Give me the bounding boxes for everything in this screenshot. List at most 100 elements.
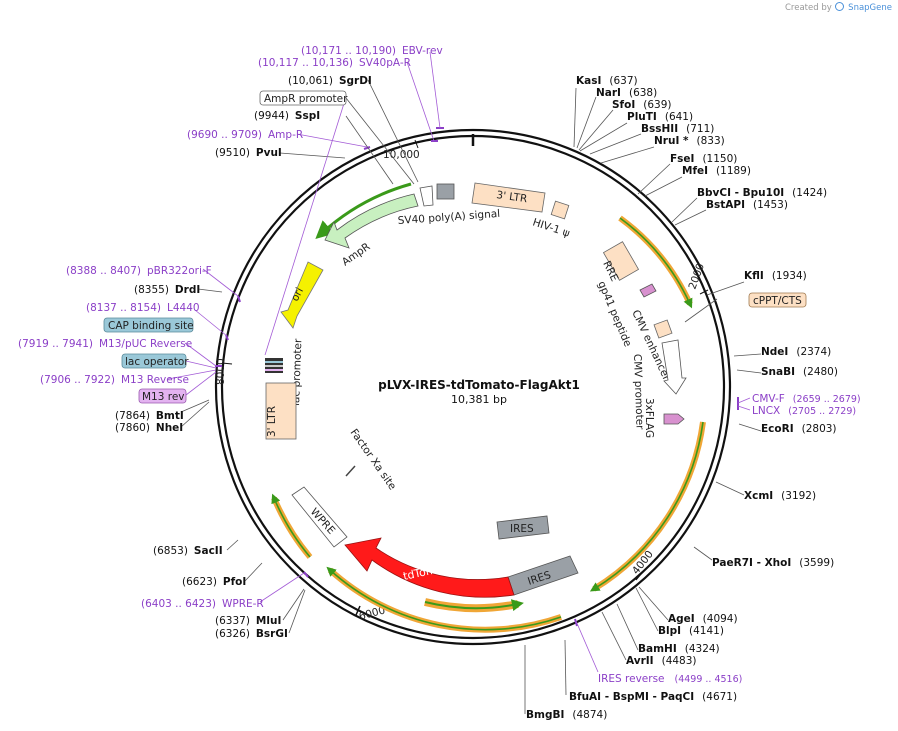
primer-mark-ampr [363,146,371,150]
site-ndei-pos: (2374) [796,346,831,358]
cppt-cts-label: cPPT/CTS [753,295,802,307]
backbone-outer [214,128,732,646]
site-pfoi: (6623)PfoI [182,576,246,588]
feature-ampr [324,193,419,249]
ampr-promoter-label: AmpR promoter [264,93,348,105]
primer-ires-reverse-name: IRES reverse [598,673,665,685]
feature-cppt [653,319,673,339]
site-avrii-pos: (4483) [662,655,697,667]
site-sacii-name: SacII [194,545,223,557]
plasmid-name: pLVX-IRES-tdTomato-FlagAkt1 [378,378,580,392]
primer-l4440-name: L4440 [167,302,200,314]
feature-3ltr-top-label: 3' LTR [496,189,528,205]
feature-ori [280,261,324,329]
primer-lncx-name: LNCX [752,405,780,417]
site-sacii-pos: (6853) [153,545,188,557]
feature-factor-xa [345,465,356,477]
site-blpi-pos: (4141) [689,625,724,637]
primer-sv40pa-r-pos: (10,117 .. 10,136) [258,57,353,69]
site-snabi-name: SnaBI [761,366,795,378]
primer-sv40pa-r: (10,117 .. 10,136) SV40pA-R [258,57,411,69]
site-pluti-pos: (641) [665,111,693,123]
primer-cmv-f: CMV-F (2659 .. 2679) [752,393,861,405]
site-bsrgi: (6326)BsrGI [215,628,288,640]
site-bbvci: BbvCI - Bpu10I(1424) [697,187,827,199]
site-sacii: (6853) SacII [153,545,223,557]
feature-rre [602,241,640,281]
primer-m13puc-reverse: (7919 .. 7941)M13/pUC Reverse [18,338,192,350]
feature-tdtomato [344,537,515,598]
site-pluti-name: PluTI [627,111,657,123]
plasmid-length: 10,381 bp [451,393,507,406]
site-leaders [180,79,762,714]
primer-sv40pa-r-name: SV40pA-R [359,57,411,69]
site-mfei-name: MfeI [682,165,708,177]
primer-ebv-rev-pos: (10,171 .. 10,190) [301,45,396,57]
site-avrii: AvrII (4483) [626,655,697,667]
site-xcmi: XcmI(3192) [744,490,816,502]
site-bamhi-name: BamHI [638,643,677,655]
feature-cmv-enhancer [661,339,687,395]
site-drdi-name: DrdI [175,284,200,296]
primer-pbr322ori-f-name: pBR322ori-F [147,265,212,277]
primer-m13-reverse-pos: (7906 .. 7922) [40,374,115,386]
site-bmgbi-pos: (4874) [572,709,607,721]
primer-cmv-f-pos: (2659 .. 2679) [793,394,861,405]
feature-3xflag [663,413,685,425]
tick-8000: 8000 [215,358,227,385]
feature-cmv-promoter-label: CMV promoter [631,354,646,431]
site-bbvci-name: BbvCI - Bpu10I [697,187,784,199]
cap-binding-site-label: CAP binding site [108,320,194,332]
feature-3ltr-left [265,382,297,440]
feature-hiv1-psi [550,200,570,220]
site-sfoi-pos: (639) [643,99,671,111]
primer-m13-reverse-name: M13 Reverse [121,374,189,386]
feature-3xflag-label: 3xFLAG [643,398,655,438]
site-bstapi-pos: (1453) [753,199,788,211]
snapgene-logo-icon [835,2,845,11]
feature-factor-xa-label: Factor Xa site [348,427,399,492]
site-bfuai: BfuAI - BspMI - PaqCI(4671) [569,691,737,703]
site-drdi-pos: (8355) [134,284,169,296]
site-pluti: PluTI (641) [627,111,693,123]
site-avrii-name: AvrII [626,655,654,667]
site-kasi-pos: (637) [609,75,637,87]
primer-cmv-f-name: CMV-F [752,393,785,405]
feature-3ltr-top [471,182,546,213]
site-bsshii-pos: (711) [686,123,714,135]
tick-2000-mark [699,289,709,295]
primer-wpre-r-pos: (6403 .. 6423) [141,598,216,610]
site-ndei-name: NdeI [761,346,788,358]
orf-arrow-top [315,182,412,240]
primer-markers [215,127,739,627]
site-paer7i-pos: (3599) [799,557,834,569]
orf-arrow-bottom [424,599,524,612]
primer-m13puc-reverse-name: M13/pUC Reverse [99,338,192,350]
site-pvui-pos: (9510) [215,147,250,159]
tick-10000-mark [414,139,419,149]
primer-leaders [167,51,751,673]
feature-gp41 [639,283,657,298]
site-kasi-name: KasI [576,75,601,87]
site-bmgbi-name: BmgBI [526,709,564,721]
primer-mark-pbr322 [237,295,241,303]
primer-ebv-rev-name: EBV-rev [402,45,443,57]
primer-amp-r: (9690 .. 9709)Amp-R [187,129,303,141]
primer-l4440: (8137 .. 8154)L4440 [86,302,200,314]
orf-arrow-3 [326,566,562,631]
site-fsei: FseI(1150) [670,153,737,165]
credit-prefix: Created by [784,3,832,13]
site-fsei-name: FseI [670,153,694,165]
credit-brand: SnapGene [848,3,892,13]
site-mfei-pos: (1189) [716,165,751,177]
primer-mark-wpre [303,571,309,578]
site-ecori-name: EcoRI [761,423,794,435]
site-sfoi: SfoI(639) [612,99,672,111]
site-paer7i-name: PaeR7I - XhoI [712,557,791,569]
lac-operator-label: lac operator [125,356,189,368]
primer-ires-reverse-pos: (4499 .. 4516) [675,674,743,685]
site-bamhi-pos: (4324) [685,643,720,655]
site-bmti-pos: (7864) [115,410,150,422]
site-sspi-pos: (9944) [254,110,289,122]
snapgene-credit: Created by SnapGene [785,2,892,13]
